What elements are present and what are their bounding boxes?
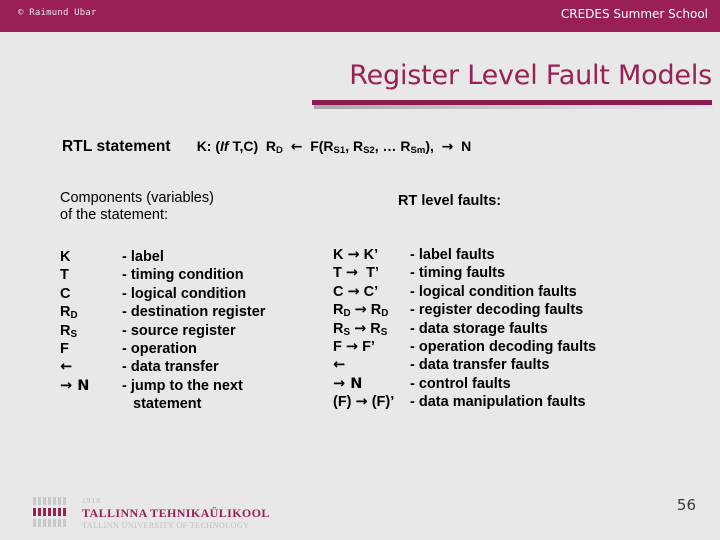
rtl-statement-formula: K: (If T,C) RD ← F(RS1, RS2, … RSm), → N: [197, 138, 472, 156]
logo-bar-row: [33, 497, 75, 505]
left-arrow-icon: ←: [290, 139, 303, 155]
components-heading-line1: Components (variables): [60, 190, 214, 206]
list-item: F - operation: [60, 341, 265, 359]
list-item: C - logical condition: [60, 286, 265, 304]
fault-mapping: F → F’: [333, 338, 375, 355]
list-item: RD - destination register: [60, 304, 265, 322]
components-heading: Components (variables) of the statement:: [60, 190, 214, 224]
fault-description: - timing faults: [410, 265, 506, 282]
fault-description: - data transfer faults: [410, 357, 550, 374]
fault-description: - logical condition faults: [410, 283, 577, 300]
university-logo: 1918 TALLINNA TEHNIKAÜLIKOOL TALLINN UNI…: [33, 497, 270, 530]
components-list: K - label T - timing condition C - logic…: [60, 249, 265, 415]
header-bar: © Raimund Ubar CREDES Summer School: [0, 0, 720, 32]
formula-rd-sub: D: [276, 145, 283, 157]
copyright-text: © Raimund Ubar: [18, 8, 97, 18]
component-symbol-left-arrow-icon: ←: [60, 359, 73, 376]
logo-name-estonian: TALLINNA TEHNIKAÜLIKOOL: [82, 506, 270, 520]
list-item: RS → RS - data storage faults: [333, 321, 596, 339]
component-description: - label: [122, 249, 164, 265]
formula-rd: R: [265, 138, 277, 154]
component-description-continuation: statement: [133, 396, 202, 413]
fault-mapping: RS → RS: [333, 320, 388, 338]
title-underline-shadow: [314, 105, 714, 109]
logo-barcode-icon: [33, 497, 75, 527]
component-symbol-jump-arrow-icon: → N: [60, 377, 90, 394]
list-item: → N - jump to the next: [60, 378, 265, 396]
rtl-statement-row: RTL statement K: (If T,C) RD ← F(RS1, RS…: [62, 138, 471, 156]
list-item: → N - control faults: [333, 376, 596, 394]
fault-mapping-jump-arrow-icon: → N: [333, 375, 363, 392]
list-item: C → C’ - logical condition faults: [333, 284, 596, 302]
logo-text: 1918 TALLINNA TEHNIKAÜLIKOOL TALLINN UNI…: [82, 497, 270, 530]
formula-comma1: , R: [345, 138, 364, 154]
component-description: - jump to the next: [122, 377, 243, 394]
components-heading-line2: of the statement:: [60, 207, 169, 223]
title-underline: [312, 100, 712, 105]
list-item: F → F’ - operation decoding faults: [333, 339, 596, 357]
formula-n: N: [461, 138, 472, 154]
logo-bar-row: [33, 519, 75, 527]
formula-s2-sub: S2: [363, 145, 375, 157]
page-title: Register Level Fault Models: [349, 60, 712, 91]
right-arrow-icon: →: [441, 139, 454, 155]
component-description: - destination register: [122, 304, 266, 321]
component-description: - operation: [122, 340, 197, 357]
fault-mapping: T → T’: [333, 265, 379, 282]
page-number: 56: [676, 496, 696, 514]
formula-if: If: [220, 138, 229, 154]
fault-mapping-left-arrow-icon: ←: [333, 357, 346, 374]
fault-description: - label faults: [410, 247, 495, 263]
component-symbol: RD: [60, 304, 78, 322]
fault-mapping: RD → RD: [333, 302, 389, 320]
rt-level-faults-heading: RT level faults:: [398, 193, 502, 209]
component-description: - source register: [122, 322, 236, 339]
fault-mapping: (F) → (F)’: [333, 394, 395, 411]
component-symbol: RS: [60, 322, 78, 340]
component-symbol: F: [60, 340, 69, 357]
list-item: (F) → (F)’ - data manipulation faults: [333, 394, 596, 412]
list-item: T - timing condition: [60, 267, 265, 285]
fault-description: - register decoding faults: [410, 302, 584, 319]
list-item: ← - data transfer: [60, 359, 265, 377]
logo-name-english: TALLINN UNIVERSITY OF TECHNOLOGY: [82, 520, 250, 530]
formula-s1-sub: S1: [333, 145, 346, 157]
list-item: RD → RD - register decoding faults: [333, 302, 596, 320]
fault-description: - control faults: [410, 375, 511, 392]
fault-description: - data storage faults: [410, 320, 548, 337]
formula-close: ),: [425, 138, 434, 154]
component-symbol: T: [60, 267, 69, 284]
logo-bar-row: [33, 508, 75, 516]
list-item: K - label: [60, 249, 265, 267]
fault-mapping: C → C’: [333, 283, 379, 300]
list-item: RS - source register: [60, 323, 265, 341]
course-title: CREDES Summer School: [560, 7, 708, 21]
fault-description: - operation decoding faults: [410, 338, 597, 355]
rtl-statement-label: RTL statement: [62, 138, 171, 155]
fault-mapping: K → K’: [333, 247, 379, 263]
component-description: - data transfer: [122, 359, 219, 376]
list-item: T → T’ - timing faults: [333, 265, 596, 283]
formula-ellipsis: , … R: [374, 138, 411, 154]
component-symbol: K: [60, 249, 71, 265]
formula-f-open: F(R: [310, 138, 334, 154]
component-symbol: C: [60, 285, 71, 302]
component-description: - timing condition: [122, 267, 244, 284]
formula-sm-sub: Sm: [410, 145, 426, 157]
formula-k: K: (: [196, 138, 221, 154]
faults-list: K → K’ - label faults T → T’ - timing fa…: [333, 247, 596, 413]
fault-description: - data manipulation faults: [410, 394, 586, 411]
component-description: - logical condition: [122, 285, 247, 302]
list-item: ← - data transfer faults: [333, 357, 596, 375]
logo-year: 1918: [82, 496, 101, 505]
formula-tc: T,C): [228, 138, 259, 154]
list-item: K → K’ - label faults: [333, 247, 596, 265]
